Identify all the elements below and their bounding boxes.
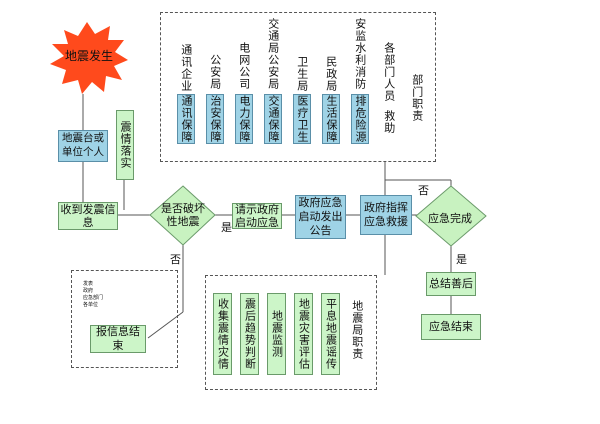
dept-title-5: 卫生局 (295, 56, 309, 92)
summary-node: 总结善后 (426, 272, 476, 296)
dept-title-6: 民政局 (324, 56, 338, 92)
quake-label: 地震发生 (65, 49, 114, 63)
no-label-1: 否 (170, 253, 181, 266)
bureau-duty-1: 收集震情灾情 (213, 293, 232, 375)
decision-diamond-complete (415, 185, 487, 247)
bureau-duty-4: 地震灾害评估 (294, 293, 313, 375)
dept-duty-6: 生活保障 (322, 94, 340, 144)
dept-title-8: 各部门人员 (382, 42, 396, 102)
verify-node: 震情落实 (116, 110, 134, 180)
dept-duty-2: 治安保障 (206, 94, 224, 144)
bureau-duties-box (205, 275, 377, 390)
dept-title-4: 交通局公安局 (266, 18, 280, 90)
report-dashed-box (71, 270, 178, 368)
yes-label-2: 是 (456, 253, 467, 266)
dept-duty-1: 通讯保障 (177, 94, 195, 144)
is-destructive-label: 是否破坏性地震 (161, 201, 205, 228)
request-gov-node: 请示政府启动应急 (232, 203, 282, 229)
gov-command-node: 政府指挥应急救援 (360, 195, 412, 235)
dept-duty-3: 电力保障 (235, 94, 253, 144)
dept-title-3: 电网公司 (237, 42, 251, 90)
bureau-duties-title: 地震局职责 (350, 300, 364, 360)
burst-shape (50, 22, 128, 94)
receive-node: 收到发震信息 (58, 202, 118, 230)
bureau-duty-5: 平息地震谣传 (321, 293, 340, 375)
dept-title-1: 通讯企业 (179, 44, 193, 92)
bureau-duty-3: 地震监测 (267, 293, 286, 375)
report-unit-node: 地震台或单位个人 (58, 130, 108, 162)
dept-duties-box (160, 12, 436, 162)
dept-duty-5: 医疗卫生 (293, 94, 311, 144)
yes-label-1: 是 (221, 221, 232, 234)
report-end-node: 报信息结束 (90, 325, 146, 353)
dept-duty-4: 交通保障 (264, 94, 282, 144)
bureau-duty-2: 震后趋势判断 (240, 293, 259, 375)
dept-duty-8: 救助 (382, 110, 396, 134)
dept-duty-7: 排危险源 (351, 94, 369, 144)
small-note: 发表 政府 应急部门 各单位 (83, 281, 104, 308)
dept-title-2: 公安局 (208, 54, 222, 90)
gov-start-node: 政府应急启动发出公告 (295, 195, 346, 239)
end-node: 应急结束 (421, 314, 481, 340)
dept-title-7: 安监水利消防 (353, 18, 367, 90)
dept-duties-title: 部门职责 (410, 74, 424, 122)
complete-label: 应急完成 (428, 212, 472, 225)
no-label-2: 否 (418, 184, 429, 197)
decision-diamond-destructive (149, 185, 216, 246)
